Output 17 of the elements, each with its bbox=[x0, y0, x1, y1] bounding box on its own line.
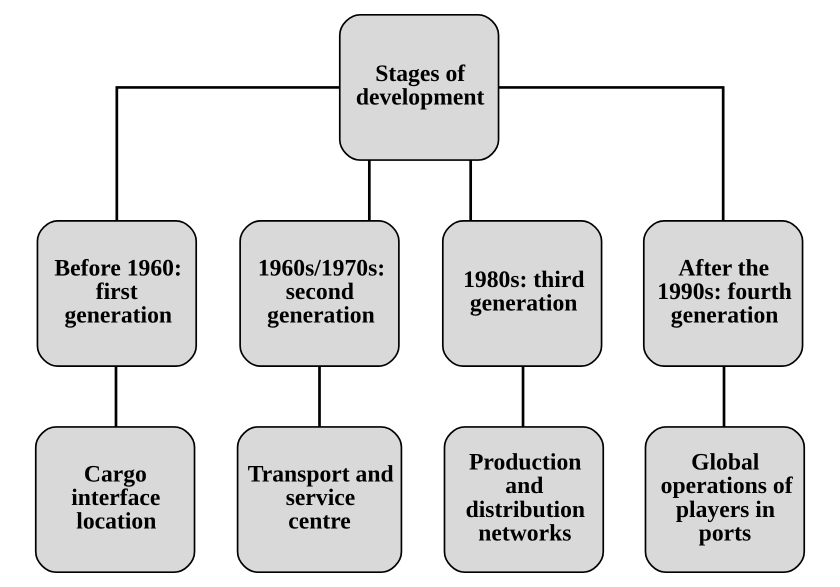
node-box: Before 1960: first generation bbox=[36, 220, 198, 367]
connector bbox=[114, 366, 118, 427]
node-box: 1960s/1970s: second generation bbox=[239, 220, 400, 367]
connector bbox=[469, 160, 472, 221]
node-box: 1980s: third generation bbox=[442, 220, 602, 367]
node-box: Stages of development bbox=[338, 14, 500, 161]
node-box: After the 1990s: fourth generation bbox=[642, 220, 804, 367]
node-box: Transport and service centre bbox=[236, 426, 402, 574]
connector bbox=[318, 366, 321, 427]
connector bbox=[522, 366, 524, 427]
connector bbox=[499, 86, 725, 221]
node-box: Cargo interface location bbox=[34, 426, 196, 574]
connector bbox=[368, 160, 371, 221]
node-box: Global operations of players in ports bbox=[644, 426, 806, 574]
node-box: Production and distribution networks bbox=[444, 426, 604, 574]
connector bbox=[722, 366, 726, 427]
connector bbox=[115, 86, 340, 221]
